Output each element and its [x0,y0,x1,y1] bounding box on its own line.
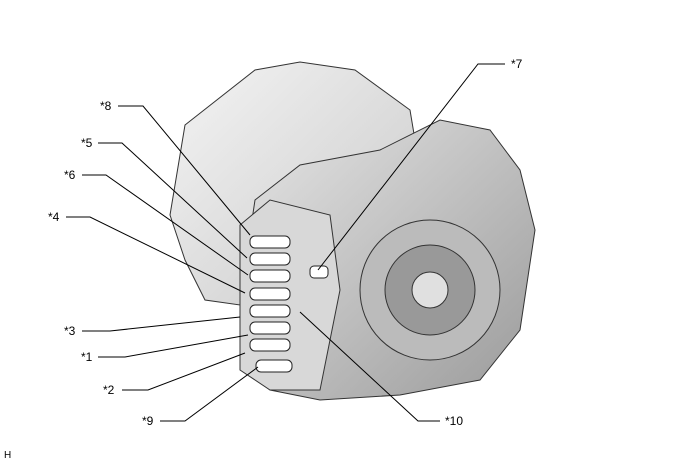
callout-10: *10 [445,414,464,428]
callout-6: *6 [64,168,76,182]
callout-8: *8 [100,99,112,113]
corner-mark: H [4,450,12,461]
callout-4: *4 [48,210,60,224]
differential-hub [411,271,449,309]
callout-1: *1 [81,350,93,364]
callout-9: *9 [142,414,154,428]
callout-2: *2 [103,383,115,397]
leader-lines [66,63,505,422]
callout-5: *5 [81,136,93,150]
callout-3: *3 [64,324,76,338]
sensor-connector [309,265,329,279]
solenoid-stack [249,235,293,373]
callout-7: *7 [511,57,523,71]
